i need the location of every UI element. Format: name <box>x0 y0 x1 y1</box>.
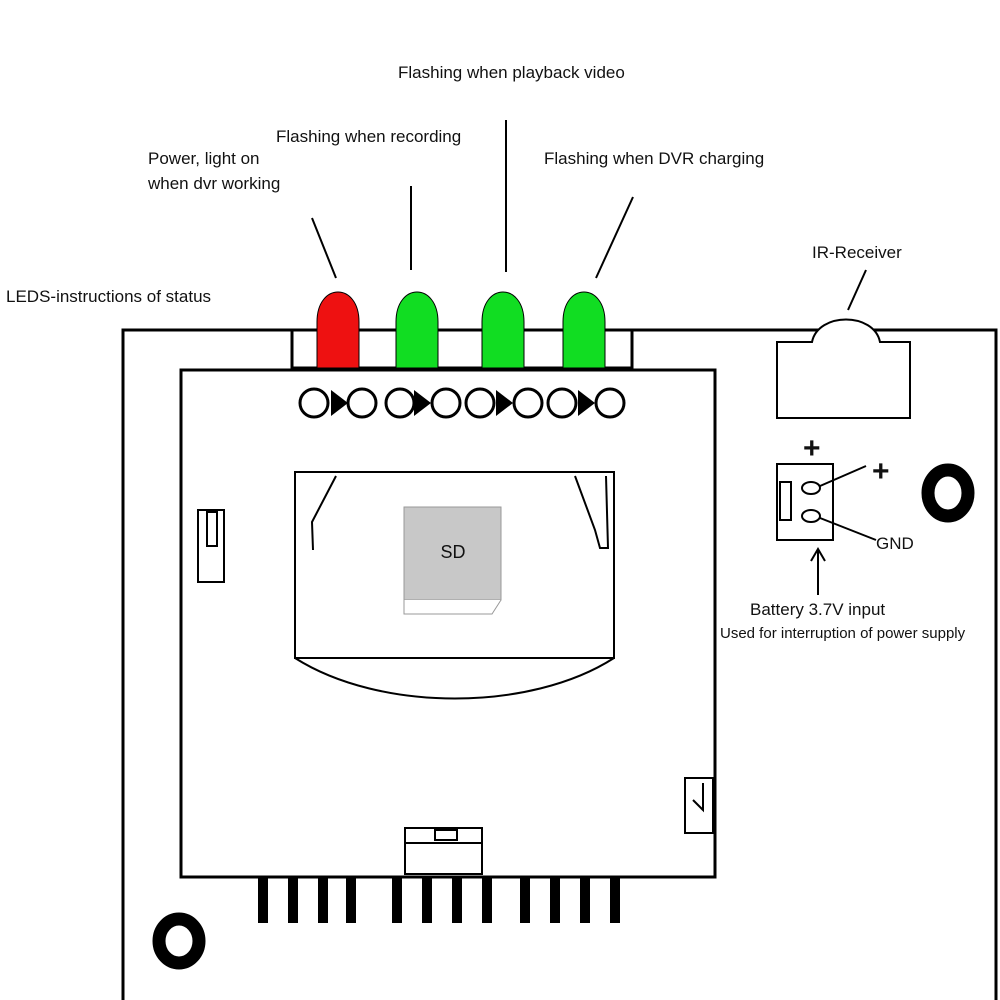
bottom-connector-tab <box>434 829 458 841</box>
plus-connector-label: + <box>803 432 821 465</box>
header-pins <box>258 878 620 923</box>
power-label-line2: when dvr working <box>147 174 280 193</box>
battery-input-label: Battery 3.7V input <box>750 600 885 619</box>
recording-label: Flashing when recording <box>276 127 461 146</box>
led-power-red <box>316 291 360 369</box>
gnd-label: GND <box>876 534 914 553</box>
led-playback-green <box>481 291 525 369</box>
sd-label: SD <box>440 542 465 562</box>
sd-card-edge <box>403 599 502 615</box>
led-charging-green <box>562 291 606 369</box>
led-recording-green <box>395 291 439 369</box>
diode-row <box>298 387 626 419</box>
leader-lines <box>311 120 877 595</box>
leds-label: LEDS-instructions of status <box>6 287 211 306</box>
plus-pin-label: + <box>872 455 890 488</box>
playback-label: Flashing when playback video <box>398 63 625 82</box>
battery-connector-latch <box>779 481 792 521</box>
sd-card <box>403 506 502 601</box>
battery-note-label: Used for interruption of power supply <box>720 625 966 642</box>
power-label-line1: Power, light on <box>148 149 260 168</box>
battery-pin-gnd <box>801 509 821 523</box>
charging-label: Flashing when DVR charging <box>544 149 764 168</box>
ir-receiver-label: IR-Receiver <box>812 243 902 262</box>
left-switch-knob <box>206 511 218 547</box>
mounting-hole-left <box>152 912 206 970</box>
ir-receiver <box>776 318 911 419</box>
mounting-hole-right <box>921 463 975 523</box>
battery-pin-plus <box>801 481 821 495</box>
right-switch-mark <box>692 783 704 813</box>
right-switch <box>684 777 714 834</box>
